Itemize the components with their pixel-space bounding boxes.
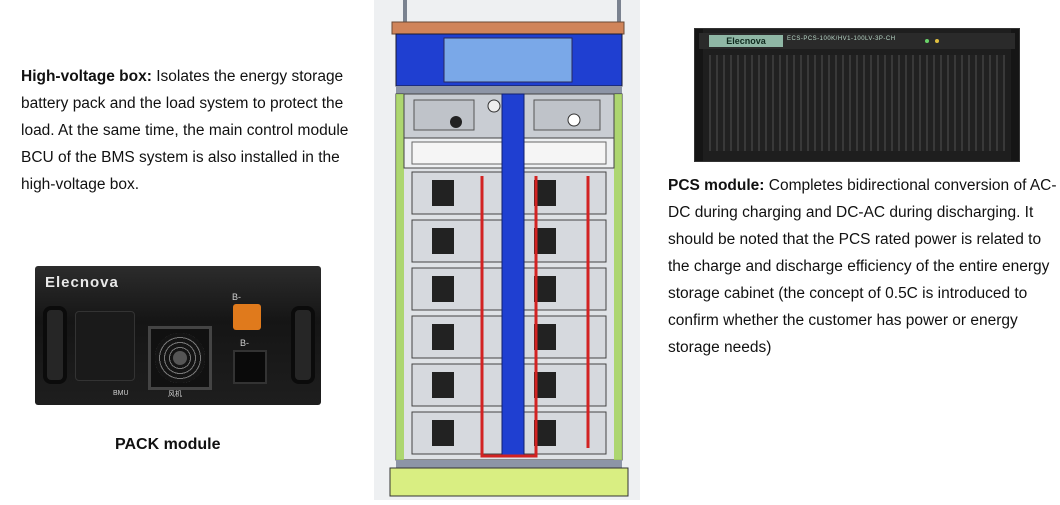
fan-icon bbox=[534, 228, 556, 254]
high-voltage-box-description: High-voltage box: Isolates the energy st… bbox=[21, 63, 371, 198]
pack-connector-label-bottom: B- bbox=[240, 338, 249, 348]
battery-pack-stack bbox=[411, 171, 607, 455]
fan-icon bbox=[432, 228, 454, 254]
battery-pack-right-6 bbox=[513, 411, 607, 455]
cabinet-diagram bbox=[389, 0, 629, 497]
battery-pack-right-2 bbox=[513, 219, 607, 263]
pack-bmu-label: BMU bbox=[113, 390, 129, 397]
pack-black-connector bbox=[233, 350, 267, 384]
hv-panel-right bbox=[533, 99, 601, 131]
pack-fans bbox=[432, 180, 556, 446]
fan-icon bbox=[534, 420, 556, 446]
fan-icon bbox=[432, 276, 454, 302]
fan-icon bbox=[432, 372, 454, 398]
pcs-model-label: ECS-PCS-100K/HV1-100LV-3P-CH bbox=[787, 36, 896, 42]
cabinet-top-window bbox=[443, 37, 573, 83]
pcs-module-title: PCS module: bbox=[668, 177, 765, 194]
cabinet-base bbox=[389, 467, 629, 497]
pack-fan-label: 风机 bbox=[168, 391, 182, 398]
cable-main bbox=[480, 176, 538, 458]
pack-connector-label-top: B- bbox=[232, 292, 241, 302]
pack-left-handle bbox=[43, 306, 67, 384]
hv-panel-left bbox=[413, 99, 475, 131]
bcu-module-left bbox=[411, 141, 503, 165]
fan-icon bbox=[534, 276, 556, 302]
battery-pack-left-3 bbox=[411, 267, 505, 311]
pack-orange-connector bbox=[233, 304, 261, 330]
power-cables bbox=[480, 176, 590, 458]
high-voltage-box-text: Isolates the energy storage battery pack… bbox=[21, 68, 349, 193]
cabinet-base-divider bbox=[396, 460, 622, 468]
pcs-brand-logo: Elecnova bbox=[709, 35, 783, 47]
pack-brand-logo: Elecnova bbox=[45, 274, 119, 291]
battery-pack-left-2 bbox=[411, 219, 505, 263]
pack-module-photo: Elecnova B- B- BMU 风机 bbox=[35, 266, 321, 405]
left-hanging-rod bbox=[403, 0, 407, 22]
battery-pack-left-6 bbox=[411, 411, 505, 455]
high-voltage-box-title: High-voltage box: bbox=[21, 68, 152, 85]
fan-icon bbox=[534, 372, 556, 398]
fan-icon bbox=[148, 326, 212, 390]
right-rail bbox=[614, 94, 622, 460]
battery-pack-left-4 bbox=[411, 315, 505, 359]
pcs-vent-grille bbox=[709, 55, 1005, 151]
pcs-module-text: Completes bidirectional conversion of AC… bbox=[668, 177, 1057, 356]
battery-pack-right-4 bbox=[513, 315, 607, 359]
pcs-module-photo: Elecnova ECS-PCS-100K/HV1-100LV-3P-CH bbox=[694, 28, 1020, 162]
pcs-status-led bbox=[935, 39, 939, 43]
hv-indicator-left bbox=[487, 99, 501, 113]
battery-pack-right-5 bbox=[513, 363, 607, 407]
fan-icon bbox=[432, 180, 454, 206]
fan-icon bbox=[432, 420, 454, 446]
pack-module-caption: PACK module bbox=[115, 436, 221, 453]
fan-icon bbox=[432, 324, 454, 350]
cabinet-divider bbox=[396, 86, 622, 94]
pcs-left-ear bbox=[695, 29, 703, 161]
fan-icon bbox=[534, 324, 556, 350]
pack-bmu-block bbox=[75, 311, 135, 381]
bcu-module-right bbox=[521, 141, 607, 165]
energy-storage-cabinet bbox=[374, 0, 640, 500]
hv-indicator-right bbox=[567, 113, 581, 127]
battery-pack-left-5 bbox=[411, 363, 505, 407]
battery-pack-right-3 bbox=[513, 267, 607, 311]
pcs-right-ear bbox=[1011, 29, 1019, 161]
right-hanging-rod bbox=[617, 0, 621, 22]
central-duct bbox=[501, 93, 525, 457]
cabinet-top-bar bbox=[391, 21, 625, 35]
pcs-status-led bbox=[925, 39, 929, 43]
fan-icon bbox=[534, 180, 556, 206]
battery-pack-right-1 bbox=[513, 171, 607, 215]
left-rail bbox=[396, 94, 404, 460]
pack-right-handle bbox=[291, 306, 315, 384]
pcs-module-description: PCS module: Completes bidirectional conv… bbox=[668, 172, 1060, 361]
hv-switch-knob bbox=[450, 116, 462, 128]
battery-pack-left-1 bbox=[411, 171, 505, 215]
